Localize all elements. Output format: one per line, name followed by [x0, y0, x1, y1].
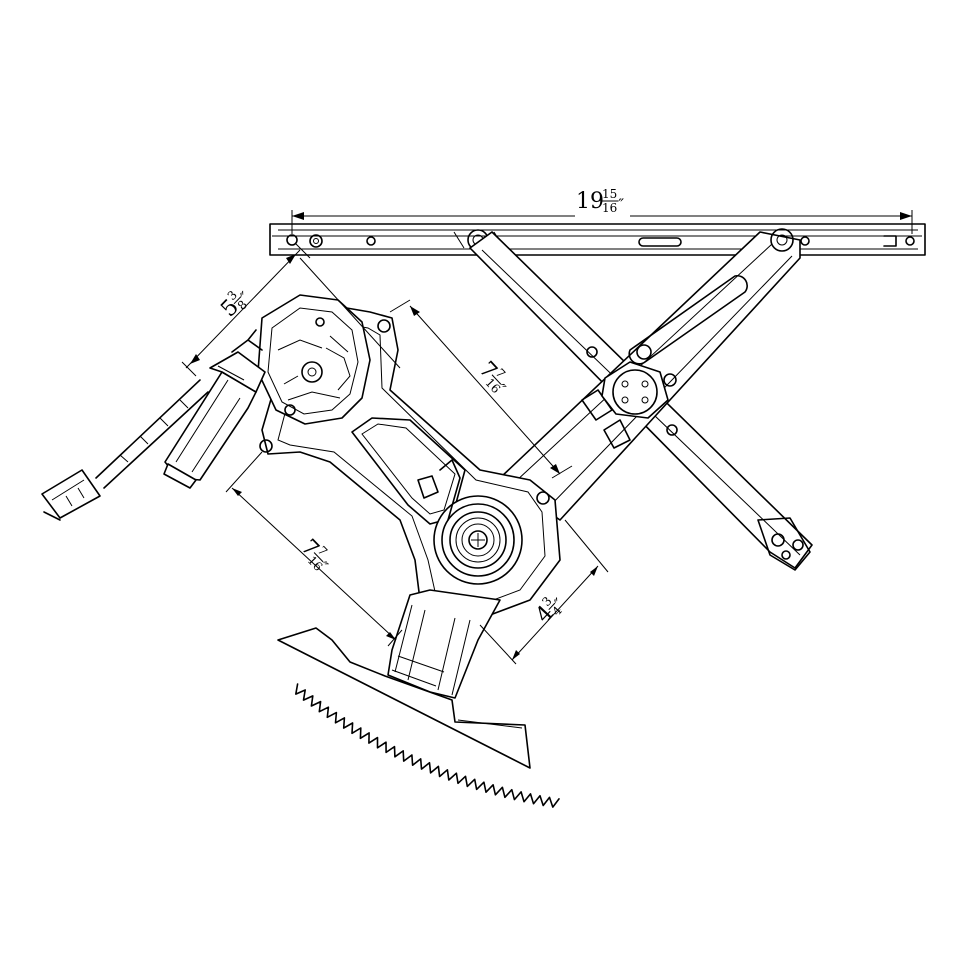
- lower-guide-rail: [387, 589, 501, 699]
- dimension-top-width: 19 15 16 ″: [291, 187, 913, 234]
- dimension-drum-height: 4 3 4 ″: [479, 519, 609, 665]
- motor-body: [163, 329, 266, 489]
- wire-harness: [41, 379, 209, 521]
- dim-top-den: 16: [602, 201, 617, 215]
- dim-top-unit: ″: [618, 195, 624, 214]
- top-rail: [269, 223, 926, 256]
- dim-top-whole: 19: [576, 189, 604, 214]
- pivot-plate: [601, 361, 669, 419]
- cable-drum: [417, 459, 523, 585]
- motor-assembly: [257, 294, 371, 425]
- sector-gear: [277, 627, 560, 808]
- dim-top-num: 15: [602, 187, 617, 201]
